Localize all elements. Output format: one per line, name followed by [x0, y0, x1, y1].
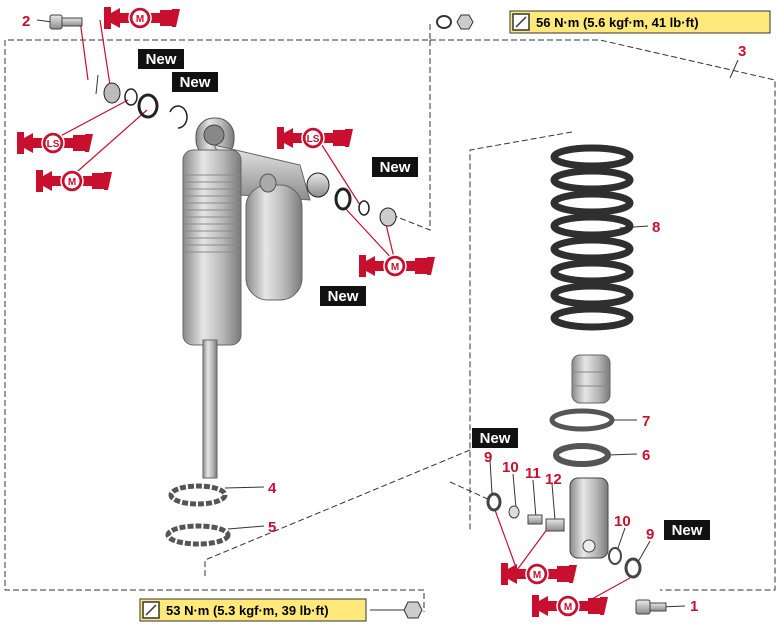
assembly-outline: [4, 24, 776, 612]
spring-seat-part-6: [553, 443, 611, 467]
svg-text:New: New: [480, 430, 511, 447]
moly-badge-text: M: [533, 570, 541, 581]
torque-box-bottom: 53 N·m (5.3 kgf·m, 39 lb·ft): [139, 598, 367, 622]
new-badge: New: [372, 157, 418, 177]
lithium-grease-icon: LS: [16, 131, 94, 155]
moly-grease-icon: M: [35, 169, 113, 193]
spring-guide-part-7: [549, 408, 615, 432]
new-badge: New: [664, 520, 710, 540]
upper-washers: [103, 82, 188, 129]
torque-value-bottom: 53 N·m (5.3 kgf·m, 39 lb·ft): [166, 603, 329, 618]
torque-box-top: 56 N·m (5.6 kgf·m, 41 lb·ft): [509, 10, 771, 34]
shock-absorber: [182, 117, 311, 479]
callout-8: 8: [652, 219, 660, 236]
svg-text:New: New: [146, 51, 177, 68]
callout-1: 1: [690, 598, 698, 615]
leader-lines: [52, 19, 631, 601]
bolt-part-1: [635, 599, 667, 615]
callout-6: 6: [642, 447, 650, 464]
new-badge: New: [472, 428, 518, 448]
moly-badge-text: M: [136, 14, 144, 25]
callout-5: 5: [268, 519, 276, 536]
moly-badge-text: M: [391, 262, 399, 273]
callout-7: 7: [642, 413, 650, 430]
callout-11: 11: [525, 465, 541, 482]
bolt-part-2: [49, 14, 83, 30]
callout-4: 4: [268, 480, 277, 497]
svg-text:New: New: [180, 74, 211, 91]
torque-value-top: 56 N·m (5.6 kgf·m, 41 lb·ft): [536, 15, 699, 30]
lower-clevis: [486, 477, 642, 579]
wrench-icon: [512, 13, 530, 31]
moly-grease-icon: M: [500, 562, 578, 586]
svg-text:New: New: [672, 522, 703, 539]
callout-3: 3: [738, 43, 746, 60]
callout-9: 9: [484, 449, 492, 466]
moly-badge-text: M: [564, 602, 572, 613]
svg-text:New: New: [328, 288, 359, 305]
moly-grease-icon: M: [358, 254, 436, 278]
callout-leaders: [36, 19, 739, 611]
bottom-nut: [403, 601, 423, 619]
coil-spring-part-8: [550, 144, 634, 331]
side-bushings: [306, 172, 397, 227]
new-badge: New: [320, 286, 366, 306]
moly-badge-text: M: [68, 177, 76, 188]
wrench-icon: [142, 601, 160, 619]
top-nut: [436, 14, 474, 30]
callout-12: 12: [545, 471, 562, 488]
callout-10: 10: [502, 459, 519, 476]
moly-grease-icon: M: [531, 594, 609, 618]
callout-10: 10: [614, 513, 631, 530]
new-badge: New: [138, 49, 184, 69]
callout-9: 9: [646, 526, 654, 543]
bump-stop: [571, 354, 611, 404]
moly-grease-icon: M: [103, 6, 181, 30]
callout-2: 2: [22, 13, 30, 30]
new-badge: New: [172, 72, 218, 92]
lithium-badge-text: LS: [47, 139, 60, 150]
lithium-badge-text: LS: [307, 134, 320, 145]
locknuts-parts-4-5: [165, 483, 231, 547]
svg-text:New: New: [380, 159, 411, 176]
lithium-grease-icon: LS: [276, 126, 354, 150]
